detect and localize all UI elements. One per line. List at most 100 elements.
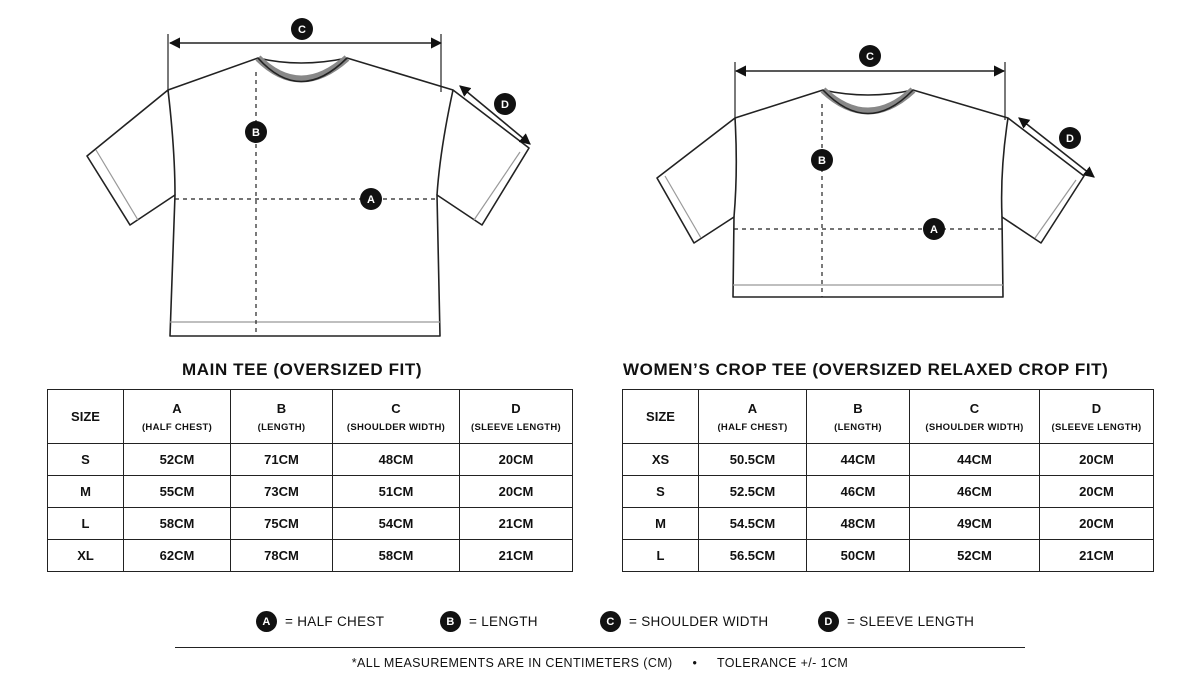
table-header-row: SIZE A(HALF CHEST) B(LENGTH) C(SHOULDER … [622, 389, 1154, 444]
table-row: L 56.5CM 50CM 52CM 21CM [622, 539, 1154, 572]
main-badge-a: A [367, 194, 375, 206]
table-row: M 55CM 73CM 51CM 20CM [47, 475, 573, 508]
cell-size: XL [47, 539, 124, 572]
cell-half-chest: 55CM [123, 475, 231, 508]
table-row: S 52.5CM 46CM 46CM 20CM [622, 475, 1154, 508]
table-header-row: SIZE A(HALF CHEST) B(LENGTH) C(SHOULDER … [47, 389, 573, 444]
main-tee-size-table: SIZE A(HALF CHEST) B(LENGTH) C(SHOULDER … [47, 389, 573, 572]
legend-item-half-chest: A = HALF CHEST [256, 611, 384, 632]
cell-size: S [622, 475, 699, 508]
table-row: XL 62CM 78CM 58CM 21CM [47, 539, 573, 572]
table-row: L 58CM 75CM 54CM 21CM [47, 507, 573, 540]
cell-sleeve-length: 20CM [1039, 443, 1154, 476]
cell-length: 73CM [230, 475, 333, 508]
measurement-legend: A = HALF CHEST B = LENGTH C = SHOULDER W… [0, 611, 1200, 637]
legend-label: = LENGTH [469, 614, 538, 629]
cell-shoulder-width: 48CM [332, 443, 460, 476]
footer-separator: • [692, 656, 698, 670]
cell-sleeve-length: 20CM [1039, 475, 1154, 508]
table-row: XS 50.5CM 44CM 44CM 20CM [622, 443, 1154, 476]
crop-tee-size-table: SIZE A(HALF CHEST) B(LENGTH) C(SHOULDER … [622, 389, 1154, 572]
cell-length: 78CM [230, 539, 333, 572]
cell-half-chest: 58CM [123, 507, 231, 540]
main-tee-diagram [86, 34, 531, 337]
crop-badge-c: C [866, 51, 874, 63]
footer-note: *ALL MEASUREMENTS ARE IN CENTIMETERS (CM… [0, 656, 1200, 670]
cell-shoulder-width: 49CM [909, 507, 1040, 540]
cell-size: L [47, 507, 124, 540]
crop-tee-diagram [656, 62, 1095, 298]
cell-half-chest: 56.5CM [698, 539, 807, 572]
measurement-unit-note: *ALL MEASUREMENTS ARE IN CENTIMETERS (CM… [351, 656, 673, 670]
main-badge-b: B [252, 127, 260, 139]
crop-tee-collar [820, 87, 916, 115]
crop-badge-a: A [930, 224, 938, 236]
cell-length: 71CM [230, 443, 333, 476]
cell-shoulder-width: 51CM [332, 475, 460, 508]
cell-half-chest: 50.5CM [698, 443, 807, 476]
cell-length: 44CM [806, 443, 910, 476]
cell-sleeve-length: 21CM [459, 539, 573, 572]
legend-item-shoulder-width: C = SHOULDER WIDTH [600, 611, 768, 632]
crop-tee-title: WOMEN’S CROP TEE (OVERSIZED RELAXED CROP… [623, 360, 1109, 379]
cell-sleeve-length: 20CM [459, 475, 573, 508]
main-tee-title: MAIN TEE (OVERSIZED FIT) [182, 360, 423, 379]
legend-label: = HALF CHEST [285, 614, 385, 629]
crop-tee-badges: C B A D [811, 45, 1081, 240]
header-d: D(SLEEVE LENGTH) [1039, 389, 1154, 444]
legend-label: = SHOULDER WIDTH [629, 614, 769, 629]
header-size: SIZE [622, 389, 699, 444]
header-c: C(SHOULDER WIDTH) [332, 389, 460, 444]
cell-half-chest: 52.5CM [698, 475, 807, 508]
tolerance-note: TOLERANCE +/- 1CM [716, 656, 849, 670]
cell-sleeve-length: 20CM [1039, 507, 1154, 540]
main-tee-badges: C B A D [245, 18, 516, 210]
cell-shoulder-width: 58CM [332, 539, 460, 572]
tee-illustrations: C B A D C B A D [86, 18, 1095, 337]
crop-badge-d: D [1066, 133, 1074, 145]
cell-sleeve-length: 21CM [459, 507, 573, 540]
cell-size: M [622, 507, 699, 540]
crop-badge-b: B [818, 155, 826, 167]
main-badge-c: C [298, 24, 306, 36]
footer-divider [175, 647, 1025, 648]
main-badge-d: D [501, 99, 509, 111]
cell-shoulder-width: 52CM [909, 539, 1040, 572]
legend-badge-a: A [256, 611, 277, 632]
cell-size: S [47, 443, 124, 476]
header-a: A(HALF CHEST) [123, 389, 231, 444]
cell-length: 50CM [806, 539, 910, 572]
legend-item-sleeve-length: D = SLEEVE LENGTH [818, 611, 974, 632]
header-b: B(LENGTH) [230, 389, 333, 444]
legend-badge-b: B [440, 611, 461, 632]
header-b: B(LENGTH) [806, 389, 910, 444]
cell-shoulder-width: 44CM [909, 443, 1040, 476]
legend-item-length: B = LENGTH [440, 611, 538, 632]
header-d: D(SLEEVE LENGTH) [459, 389, 573, 444]
legend-label: = SLEEVE LENGTH [847, 614, 975, 629]
crop-tee-outline [656, 89, 1085, 298]
cell-size: XS [622, 443, 699, 476]
cell-length: 48CM [806, 507, 910, 540]
cell-sleeve-length: 21CM [1039, 539, 1154, 572]
cell-shoulder-width: 46CM [909, 475, 1040, 508]
cell-half-chest: 54.5CM [698, 507, 807, 540]
main-tee-outline [86, 57, 530, 337]
header-size: SIZE [47, 389, 124, 444]
header-a: A(HALF CHEST) [698, 389, 807, 444]
header-c: C(SHOULDER WIDTH) [909, 389, 1040, 444]
table-row: S 52CM 71CM 48CM 20CM [47, 443, 573, 476]
cell-length: 46CM [806, 475, 910, 508]
cell-size: L [622, 539, 699, 572]
cell-half-chest: 62CM [123, 539, 231, 572]
legend-badge-d: D [818, 611, 839, 632]
cell-shoulder-width: 54CM [332, 507, 460, 540]
table-row: M 54.5CM 48CM 49CM 20CM [622, 507, 1154, 540]
legend-badge-c: C [600, 611, 621, 632]
main-tee-sleeve-arrow [459, 85, 531, 145]
crop-tee-sleeve-arrow [1018, 117, 1095, 178]
cell-sleeve-length: 20CM [459, 443, 573, 476]
cell-length: 75CM [230, 507, 333, 540]
cell-size: M [47, 475, 124, 508]
cell-half-chest: 52CM [123, 443, 231, 476]
